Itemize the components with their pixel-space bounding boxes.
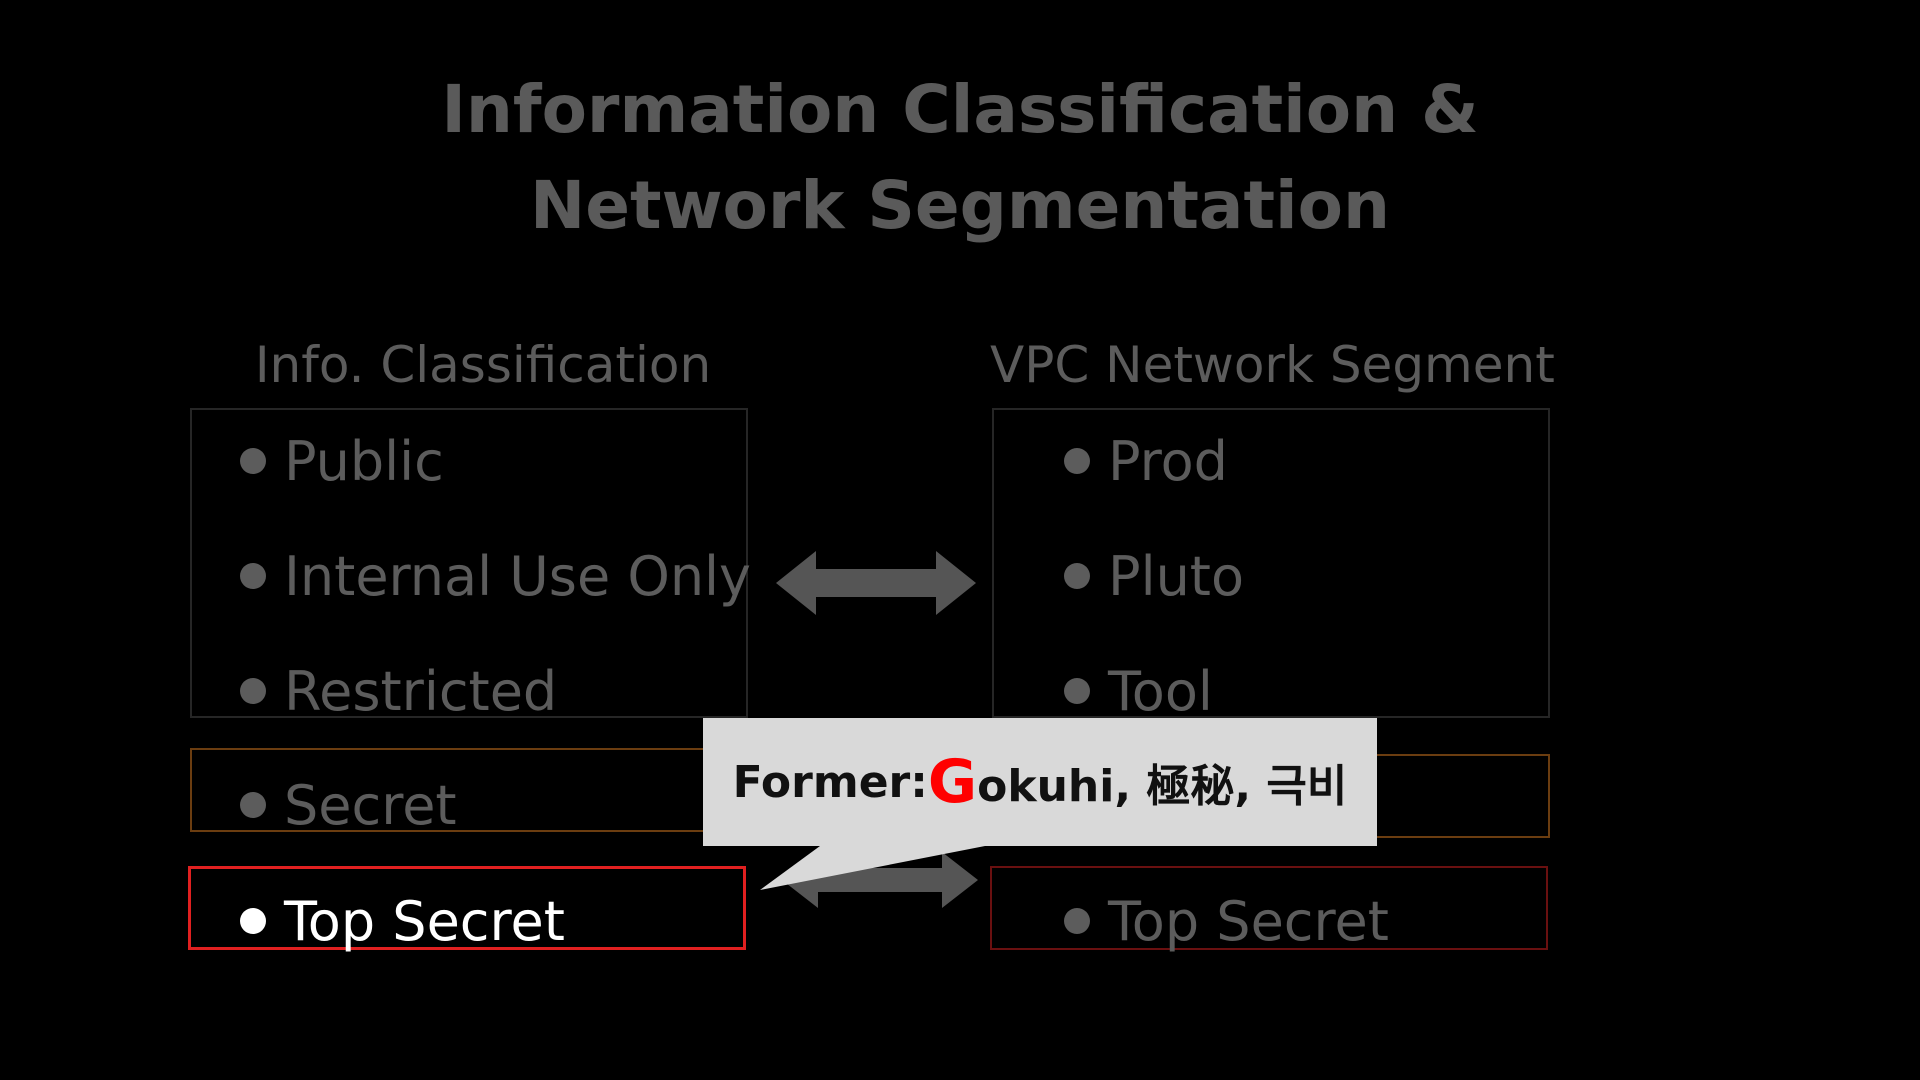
bullet-icon bbox=[240, 563, 266, 590]
callout-rest: okuhi, 極秘, 극비 bbox=[977, 761, 1348, 812]
right-group-box bbox=[992, 408, 1550, 718]
callout-highlight-letter: G bbox=[927, 747, 978, 817]
vpc-network-segment-heading: VPC Network Segment bbox=[990, 336, 1555, 394]
bullet-icon bbox=[1064, 678, 1090, 705]
bullet-icon bbox=[1064, 563, 1090, 590]
bullet-icon bbox=[240, 908, 266, 935]
double-arrow-icon bbox=[776, 551, 976, 615]
slide-title-line2: Network Segmentation bbox=[530, 167, 1390, 244]
left-item-top-secret: Top Secret bbox=[240, 890, 565, 954]
slide-title: Information Classification & Network Seg… bbox=[0, 62, 1920, 254]
left-item-restricted: Restricted bbox=[240, 660, 557, 724]
right-item-prod: Prod bbox=[1064, 430, 1228, 494]
left-item-secret: Secret bbox=[240, 774, 457, 838]
right-item-tool: Tool bbox=[1064, 660, 1213, 724]
info-classification-heading: Info. Classification bbox=[254, 336, 712, 394]
right-top-secret-box bbox=[990, 866, 1548, 950]
bullet-icon bbox=[1064, 448, 1090, 475]
left-group-box bbox=[190, 408, 748, 718]
left-item-internal-use-only: Internal Use Only bbox=[240, 545, 751, 609]
bullet-icon bbox=[240, 792, 266, 819]
bullet-icon bbox=[240, 448, 266, 475]
double-arrow-lower-icon bbox=[782, 852, 978, 908]
right-item-top-secret: Top Secret bbox=[1064, 890, 1389, 954]
slide-title-line1: Information Classification & bbox=[441, 71, 1479, 148]
bullet-icon bbox=[240, 678, 266, 705]
left-item-public: Public bbox=[240, 430, 444, 494]
left-top-secret-box bbox=[188, 866, 746, 950]
right-item-pluto: Pluto bbox=[1064, 545, 1244, 609]
callout-prefix: Former: bbox=[732, 756, 928, 808]
bullet-icon bbox=[1064, 908, 1090, 935]
